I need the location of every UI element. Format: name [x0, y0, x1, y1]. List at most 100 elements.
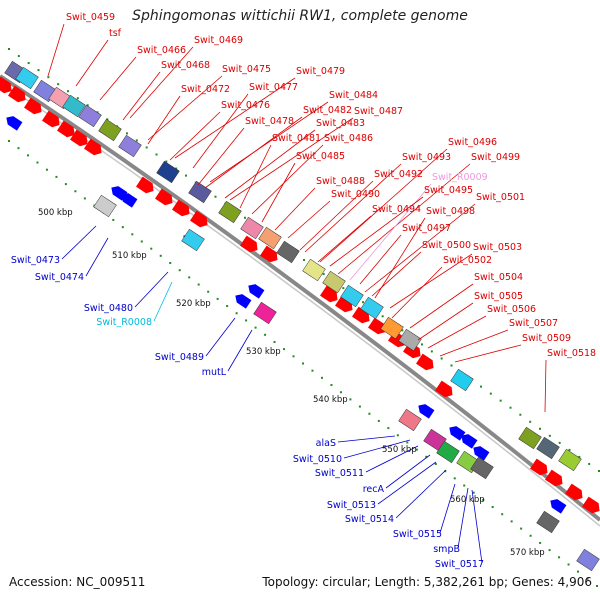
forward-gene-label-leader — [192, 93, 249, 169]
lower-tick-dot — [453, 477, 456, 480]
forward-gene-label[interactable]: Swit_0497 — [402, 223, 451, 234]
forward-gene-label[interactable]: Swit_0483 — [316, 118, 365, 129]
accession-label: Accession: NC_009511 — [9, 575, 146, 589]
forward-gene-label[interactable]: Swit_0503 — [473, 242, 522, 253]
forward-gene-label[interactable]: Swit_0507 — [509, 318, 558, 329]
forward-gene-label[interactable]: Swit_0476 — [221, 100, 270, 111]
upper-tick-dot — [86, 104, 89, 107]
gene-block — [576, 548, 600, 572]
reverse-gene-label[interactable]: alaS — [316, 438, 336, 449]
reverse-gene-label[interactable]: Swit_0510 — [293, 454, 342, 465]
upper-tick-dot — [568, 448, 571, 451]
tick-label: 570 kbp — [510, 548, 545, 558]
lower-tick-dot — [529, 534, 532, 537]
upper-tick-dot — [185, 174, 187, 177]
reverse-gene-label-leader — [439, 483, 456, 534]
reverse-gene-label[interactable]: Swit_0513 — [327, 500, 376, 511]
forward-gene-label[interactable]: Swit_0496 — [448, 137, 497, 148]
forward-gene-label-leader — [439, 329, 509, 357]
reverse-gene-label-leader — [134, 271, 169, 308]
upper-tick-dot — [47, 76, 50, 79]
forward-gene-label[interactable]: Swit_0488 — [316, 176, 365, 187]
reverse-gene-label[interactable]: Swit_0511 — [315, 468, 364, 479]
forward-gene-label[interactable]: Swit_R0009 — [432, 172, 488, 183]
reverse-gene-label[interactable]: mutL — [202, 367, 227, 378]
forward-gene-label[interactable]: Swit_0472 — [181, 84, 230, 95]
lower-tick-dot — [510, 520, 513, 523]
forward-gene-label[interactable]: Swit_0484 — [329, 90, 378, 101]
reverse-gene-arrow — [248, 284, 265, 299]
forward-gene-label[interactable]: Swit_0468 — [161, 60, 210, 71]
forward-gene-label[interactable]: Swit_0518 — [547, 348, 596, 359]
gene-block — [156, 160, 180, 184]
reverse-gene-label[interactable]: Swit_0515 — [393, 529, 442, 540]
reverse-gene-label[interactable]: Swit_0517 — [435, 559, 484, 570]
forward-gene-label[interactable]: Swit_0477 — [249, 82, 298, 93]
reverse-gene-label[interactable]: Swit_0473 — [11, 255, 60, 266]
gene-block — [258, 226, 282, 250]
reverse-gene-label[interactable]: smpB — [433, 544, 460, 555]
forward-gene-label[interactable]: Swit_0501 — [476, 192, 525, 203]
forward-gene-label[interactable]: Swit_0481 — [272, 133, 321, 144]
gene-block — [536, 436, 560, 460]
lower-tick-dot — [131, 233, 134, 236]
forward-gene-label-leader — [122, 71, 161, 121]
forward-gene-arrow — [84, 138, 102, 156]
tick-label: 510 kbp — [112, 251, 147, 261]
forward-gene-label[interactable]: Swit_0499 — [471, 152, 520, 163]
reverse-gene-label[interactable]: recA — [363, 484, 385, 495]
forward-gene-label[interactable]: Swit_0505 — [474, 291, 523, 302]
lower-tick-dot — [558, 556, 561, 559]
forward-gene-label[interactable]: Swit_0475 — [222, 64, 271, 75]
tick-label: 540 kbp — [313, 395, 348, 405]
lower-tick-dot — [406, 441, 409, 444]
forward-gene-label[interactable]: Swit_0504 — [474, 272, 523, 283]
forward-gene-label[interactable]: Swit_0493 — [402, 152, 451, 163]
gene-block — [558, 448, 582, 472]
forward-gene-label[interactable]: Swit_0459 — [66, 12, 115, 23]
forward-gene-label[interactable]: Swit_0466 — [137, 45, 186, 56]
forward-gene-label[interactable]: Swit_0482 — [303, 105, 352, 116]
forward-gene-label[interactable]: Swit_0498 — [426, 206, 475, 217]
reverse-gene-label[interactable]: Swit_R0008 — [96, 317, 152, 328]
forward-gene-label[interactable]: Swit_0500 — [422, 240, 471, 251]
forward-gene-label[interactable]: Swit_0502 — [443, 255, 492, 266]
backbone-outer — [0, 74, 600, 522]
lower-tick-dot — [197, 283, 200, 286]
reverse-gene-label[interactable]: Swit_0514 — [345, 514, 394, 525]
reverse-gene-label[interactable]: Swit_0474 — [35, 272, 84, 283]
gene-block — [380, 316, 404, 340]
forward-gene-label[interactable]: Swit_0478 — [245, 116, 294, 127]
lower-tick-dot — [520, 527, 523, 530]
forward-gene-label[interactable]: Swit_0485 — [296, 151, 345, 162]
forward-gene-label[interactable]: Swit_0487 — [354, 106, 403, 117]
gene-block — [450, 368, 474, 392]
lower-tick-dot — [434, 462, 437, 465]
lower-tick-dot — [368, 412, 371, 415]
upper-tick-dot — [519, 413, 522, 416]
reverse-gene-label[interactable]: Swit_0489 — [155, 352, 204, 363]
forward-gene-arrow — [320, 285, 338, 303]
forward-gene-label[interactable]: Swit_0469 — [194, 35, 243, 46]
gene-block — [322, 270, 346, 294]
upper-tick-dot — [588, 462, 591, 465]
gene-block — [15, 66, 39, 90]
lower-tick-dot — [586, 577, 589, 580]
gene-block — [181, 228, 205, 252]
reverse-gene-label[interactable]: Swit_0480 — [84, 303, 133, 314]
forward-gene-label[interactable]: Swit_0490 — [331, 189, 380, 200]
lower-tick-dot — [26, 154, 29, 157]
forward-gene-label[interactable]: Swit_0486 — [324, 133, 373, 144]
forward-gene-label[interactable]: Swit_0492 — [374, 169, 423, 180]
forward-gene-label[interactable]: Swit_0495 — [424, 185, 473, 196]
forward-gene-label[interactable]: tsf — [109, 28, 122, 39]
forward-gene-arrow — [57, 120, 75, 138]
tick-label: 500 kbp — [38, 208, 73, 218]
upper-tick-dot — [244, 216, 246, 219]
forward-gene-label[interactable]: Swit_0509 — [522, 333, 571, 344]
forward-gene-label[interactable]: Swit_0494 — [372, 204, 421, 215]
lower-tick-dot — [8, 140, 10, 142]
forward-gene-label[interactable]: Swit_0479 — [296, 66, 345, 77]
forward-gene-label[interactable]: Swit_0506 — [487, 304, 536, 315]
